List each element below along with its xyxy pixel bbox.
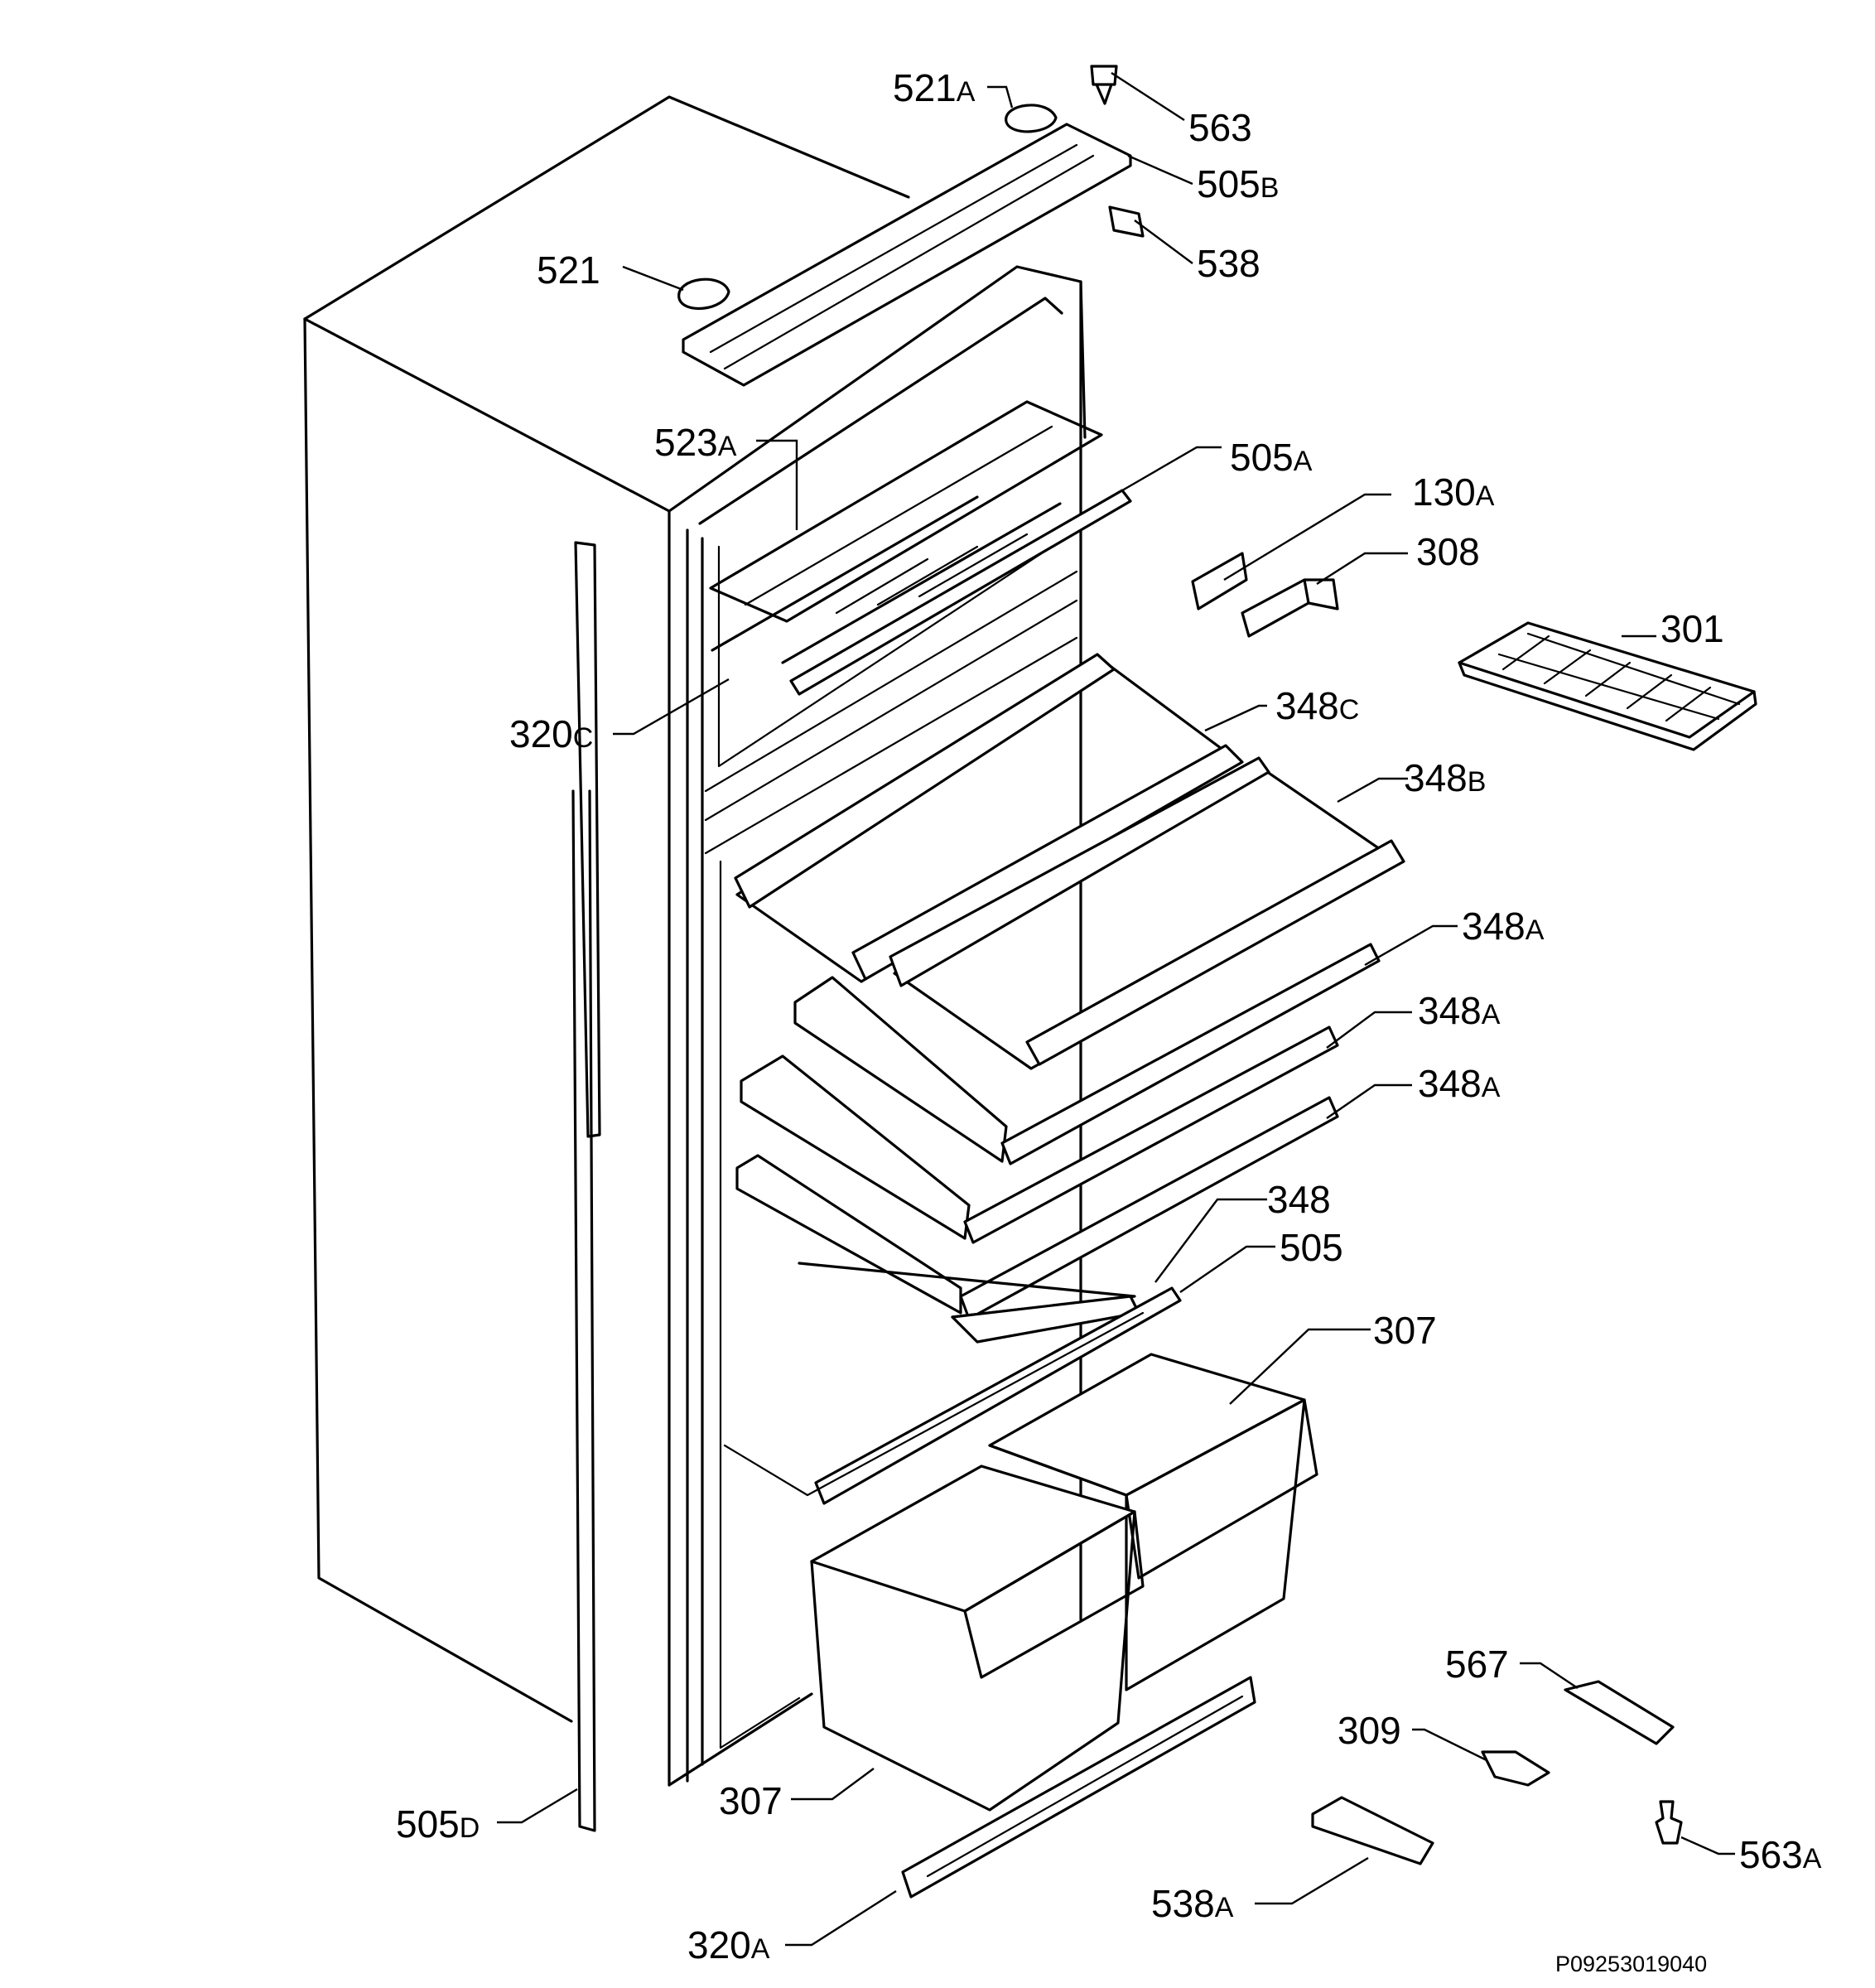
callout-505d: 505D xyxy=(396,1802,480,1846)
callout-505a: 505A xyxy=(1230,436,1313,479)
hinge-308 xyxy=(1241,578,1339,638)
hinge-538a xyxy=(1311,1796,1434,1865)
callout-307-left: 307 xyxy=(719,1779,783,1822)
screw-563a xyxy=(1655,1800,1683,1845)
callout-348a-1: 348A xyxy=(1462,905,1545,948)
callout-538: 538 xyxy=(1197,242,1260,285)
cabinet xyxy=(303,95,1087,1787)
callout-348b: 348B xyxy=(1404,756,1486,799)
door-seal xyxy=(571,541,601,1832)
callout-563: 563 xyxy=(1188,106,1252,149)
callout-320c: 320C xyxy=(509,712,593,755)
callout-563a: 563A xyxy=(1739,1833,1822,1876)
top-hinge-bar xyxy=(682,123,1132,387)
hinge-pin-538 xyxy=(1108,205,1145,238)
shelf-348a-3 xyxy=(735,1096,1339,1320)
drawing-reference-number: P09253019040 xyxy=(1555,1952,1708,1976)
shelf-348a-1 xyxy=(793,943,1381,1165)
plinth-grille xyxy=(901,1676,1256,1899)
callout-308: 308 xyxy=(1416,530,1480,573)
callout-labels: 563 521A 505B 538 521 523A 505A 130A 308… xyxy=(396,66,1822,1966)
bar-505a xyxy=(789,489,1132,696)
cover-567 xyxy=(1564,1680,1675,1745)
ice-tray xyxy=(1458,621,1757,751)
screw-563 xyxy=(1090,65,1118,105)
callout-348: 348 xyxy=(1267,1178,1331,1221)
callout-521: 521 xyxy=(537,248,600,292)
cap-521a xyxy=(1005,104,1058,133)
callout-301: 301 xyxy=(1661,607,1724,650)
callout-348c: 348C xyxy=(1275,684,1359,727)
callout-348a-2: 348A xyxy=(1418,989,1501,1032)
crisper-cover xyxy=(723,1311,1145,1497)
freezer-compartment xyxy=(709,400,1103,664)
callout-505: 505 xyxy=(1280,1226,1343,1269)
callout-505b: 505B xyxy=(1197,162,1279,205)
drawer-307-left xyxy=(810,1464,1145,1812)
drawer-307-right xyxy=(988,1353,1318,1691)
callout-320a: 320A xyxy=(687,1923,770,1966)
callout-523a: 523A xyxy=(654,421,737,464)
cap-521 xyxy=(677,277,730,311)
cover-309 xyxy=(1481,1750,1550,1787)
shelf-348b xyxy=(889,756,1405,1070)
bracket-130a xyxy=(1191,552,1248,610)
shelf-348c xyxy=(734,653,1244,983)
callout-567: 567 xyxy=(1445,1643,1509,1686)
callout-309: 309 xyxy=(1338,1709,1401,1752)
callout-538a: 538A xyxy=(1151,1882,1234,1925)
callout-130a: 130A xyxy=(1412,470,1495,514)
callout-521a: 521A xyxy=(893,66,976,109)
shelf-348a-2 xyxy=(740,1025,1339,1244)
callout-348a-3: 348A xyxy=(1418,1062,1501,1105)
leader-lines xyxy=(497,71,1735,1947)
callout-307-right: 307 xyxy=(1373,1309,1437,1352)
